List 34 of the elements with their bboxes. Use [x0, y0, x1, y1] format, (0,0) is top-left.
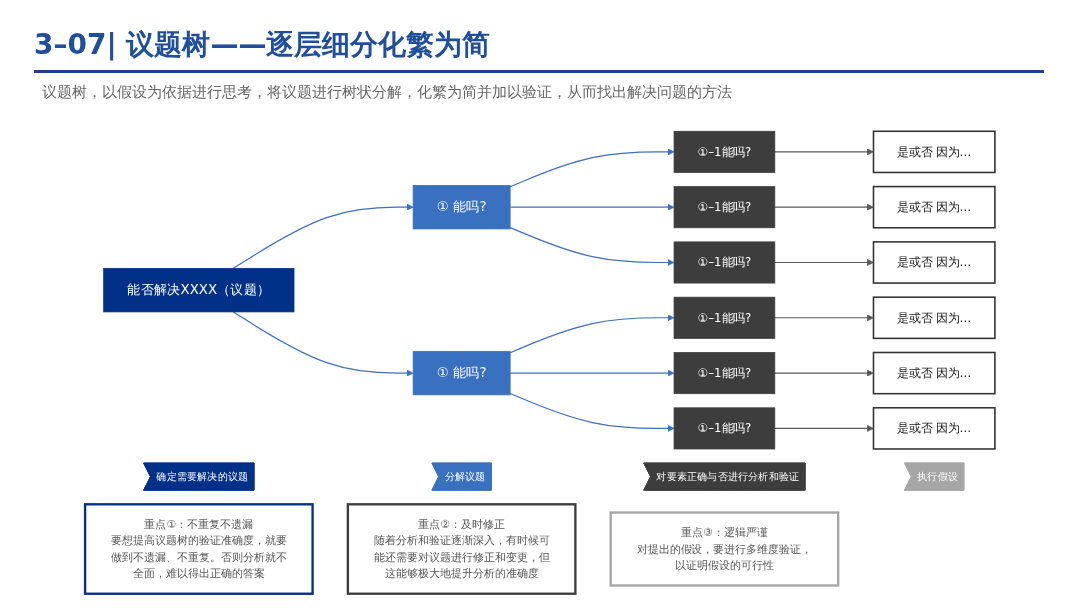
node-box: ①–1能吗? [673, 352, 776, 395]
arrow [509, 392, 675, 432]
arrow [509, 148, 675, 188]
node-box: ① 能吗? [412, 185, 511, 230]
subtitle-text: 议题树，以假设为依据进行思考，将议题进行树状分解，化繁为简并加以验证，从而找出解决问题的方法 [42, 83, 732, 102]
arrow [774, 203, 874, 211]
node-box: 是或否 因为… [872, 296, 996, 340]
arrow [774, 148, 874, 156]
arrow [509, 314, 675, 354]
arrow [774, 314, 874, 322]
node-box: ①–1能吗? [673, 130, 776, 173]
node-box: 重点②：及时修正 随着分析和验证逐渐深入，有时候可能还需要对议题进行修正和变更，但这能够极大地提升分析的准确度 [346, 503, 577, 595]
node-box: ①–1能吗? [673, 296, 776, 339]
node-box: 是或否 因为… [872, 185, 996, 229]
arrow [509, 203, 675, 211]
arrow [774, 369, 874, 377]
arrow [232, 203, 414, 269]
arrow [509, 227, 675, 266]
page-title: 3–07| 议题树——逐层细分化繁为简 [34, 26, 1044, 73]
node-box: ①–1能吗? [673, 241, 776, 284]
node-box: ①–1能吗? [673, 186, 776, 229]
node-box: 重点①：不重复不遗漏 要想提高议题树的验证准确度，就要做到不遗漏、不重复。否则分析就不全面，难以得出正确的答案 [83, 503, 314, 595]
node-box: 是或否 因为… [872, 241, 996, 284]
node-box: ① 能吗? [412, 350, 511, 396]
arrow [774, 424, 874, 432]
node-box: 是或否 因为… [872, 407, 996, 450]
arrow [232, 311, 414, 377]
arrow [774, 259, 874, 266]
node-box: 是或否 因为… [872, 130, 996, 174]
node-box: 重点③：逻辑严谨 对提出的假设，要进行多维度验证，以证明假设的可行性 [609, 511, 840, 587]
arrow [509, 369, 675, 377]
node-box: 是或否 因为… [872, 351, 996, 395]
node-box: ①–1能吗? [673, 407, 776, 450]
node-box: 能否解决XXXX（议题） [103, 267, 295, 313]
